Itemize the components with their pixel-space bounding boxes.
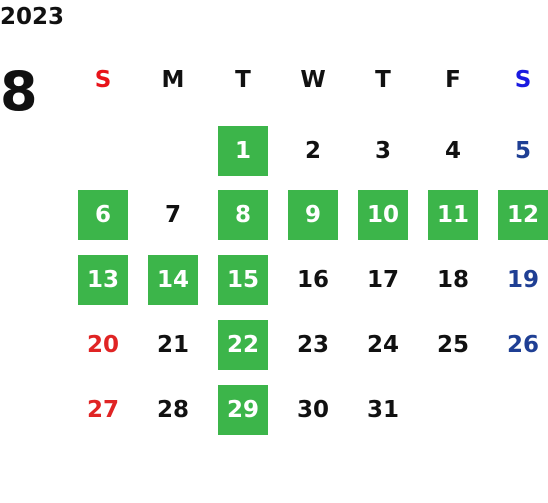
calendar-day[interactable]: 7 (164, 202, 181, 228)
calendar-day[interactable]: 15 (218, 255, 268, 305)
weekday-sat: S (514, 67, 532, 93)
calendar-day[interactable]: 19 (506, 267, 539, 293)
calendar-day[interactable]: 31 (366, 397, 399, 423)
calendar-day[interactable]: 17 (366, 267, 399, 293)
calendar-day[interactable]: 21 (156, 332, 189, 358)
calendar-month: 8 (0, 60, 38, 123)
calendar-day[interactable]: 6 (78, 190, 128, 240)
calendar-day[interactable]: 8 (218, 190, 268, 240)
calendar-day[interactable]: 25 (436, 332, 469, 358)
calendar-day[interactable]: 22 (218, 320, 268, 370)
calendar-day[interactable]: 13 (78, 255, 128, 305)
calendar-day[interactable]: 3 (374, 138, 391, 164)
calendar-day[interactable]: 5 (514, 138, 531, 164)
calendar-day[interactable]: 11 (428, 190, 478, 240)
weekday-tue: T (235, 67, 251, 93)
calendar-day[interactable]: 9 (288, 190, 338, 240)
weekday-wed: W (300, 67, 326, 93)
weekday-mon: M (161, 67, 185, 93)
weekday-sun: S (94, 67, 112, 93)
calendar-day[interactable]: 10 (358, 190, 408, 240)
calendar-day[interactable]: 29 (218, 385, 268, 435)
calendar-year: 2023 (0, 4, 65, 30)
calendar-day[interactable]: 12 (498, 190, 548, 240)
calendar-day[interactable]: 18 (436, 267, 469, 293)
calendar-day[interactable]: 16 (296, 267, 329, 293)
weekday-fri: F (445, 67, 461, 93)
calendar-day[interactable]: 24 (366, 332, 399, 358)
calendar-day[interactable]: 20 (86, 332, 119, 358)
calendar-day[interactable]: 1 (218, 126, 268, 176)
calendar-day[interactable]: 4 (444, 138, 461, 164)
calendar-day[interactable]: 30 (296, 397, 329, 423)
weekday-thu: T (375, 67, 391, 93)
calendar-day[interactable]: 28 (156, 397, 189, 423)
calendar-day[interactable]: 27 (86, 397, 119, 423)
calendar-day[interactable]: 26 (506, 332, 539, 358)
calendar-day[interactable]: 14 (148, 255, 198, 305)
calendar-day[interactable]: 2 (304, 138, 321, 164)
calendar-day[interactable]: 23 (296, 332, 329, 358)
